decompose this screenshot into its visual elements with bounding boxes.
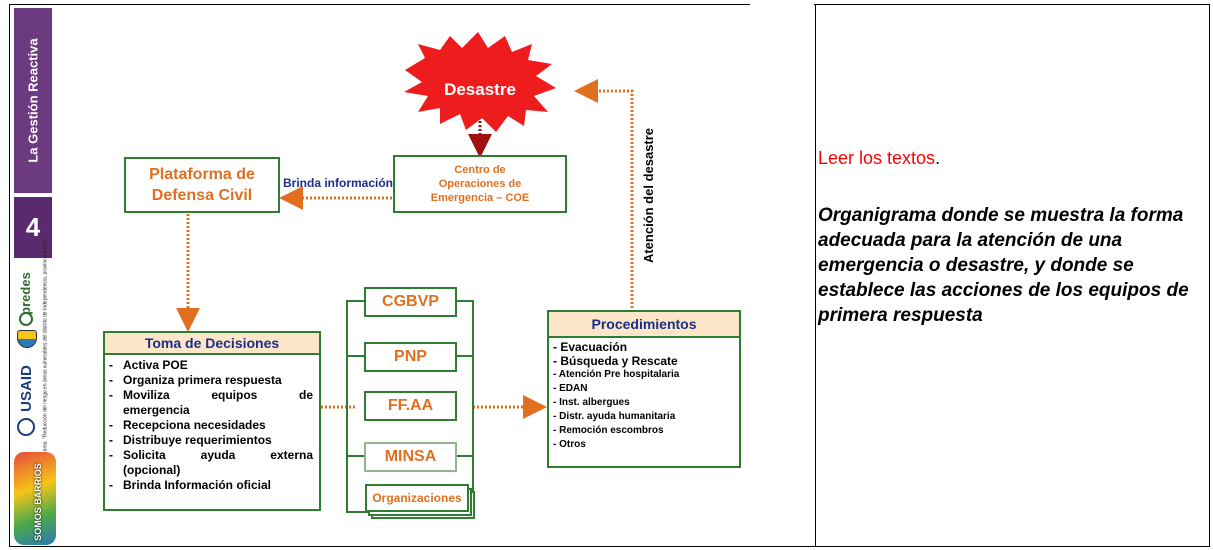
sidebar-separator bbox=[14, 193, 52, 197]
plataforma-line: Plataforma de bbox=[149, 166, 255, 183]
list-item: - Otros bbox=[553, 439, 586, 450]
usaid-seal-icon bbox=[17, 418, 35, 436]
somos-barrios-logo bbox=[14, 452, 56, 545]
list-item: - EDAN bbox=[553, 383, 588, 394]
list-item: - Búsqueda y Rescate bbox=[553, 354, 678, 368]
list-item: (opcional) bbox=[123, 463, 181, 477]
plataforma-box: Plataforma de Defensa Civil bbox=[124, 157, 280, 213]
entities-bracket-left bbox=[346, 300, 372, 513]
list-item: -Activa POE bbox=[109, 358, 188, 372]
instruction-link: Leer los textos bbox=[818, 148, 936, 168]
list-item: - Remoción escombros bbox=[553, 425, 664, 436]
coe-line: Operaciones de bbox=[438, 178, 522, 190]
toma-decisiones-title: Toma de Decisiones bbox=[105, 333, 319, 355]
entity-ffaa: FF.AA bbox=[364, 391, 457, 421]
list-item: -Moviliza equipos de bbox=[109, 388, 313, 402]
border-gap bbox=[750, 0, 814, 6]
crest-logo bbox=[17, 330, 37, 348]
list-item: - Inst. albergues bbox=[553, 397, 630, 408]
coe-box: Centro de Operaciones de Emergencia – CO… bbox=[393, 155, 567, 213]
procedimientos-list: - Evacuación - Búsqueda y Rescate - Aten… bbox=[549, 338, 739, 452]
sidebar-section-number: 4 bbox=[25, 211, 41, 242]
list-item: -Brinda Información oficial bbox=[109, 478, 272, 492]
entity-pnp: PNP bbox=[364, 342, 457, 372]
diagram-cell bbox=[9, 4, 816, 547]
coe-line: Emergencia – COE bbox=[430, 192, 530, 204]
list-item: - Evacuación bbox=[553, 340, 628, 354]
instruction-text: Leer los textos. bbox=[818, 148, 940, 169]
entity-cgbvp: CGBVP bbox=[364, 287, 457, 317]
desastre-label: Desastre bbox=[444, 80, 516, 99]
list-item: emergencia bbox=[123, 403, 190, 417]
procedimientos-box: Procedimientos - Evacuación - Búsqueda y… bbox=[547, 310, 741, 468]
entity-minsa: MINSA bbox=[364, 442, 457, 472]
list-item: -Distribuye requerimientos bbox=[109, 433, 272, 447]
coe-line: Centro de bbox=[454, 164, 506, 176]
list-item: -Solicita ayuda externa bbox=[109, 448, 313, 462]
list-item: -Recepciona necesidades bbox=[109, 418, 266, 432]
sidebar-title-band bbox=[14, 8, 52, 193]
brinda-informacion-label: Brinda información bbox=[283, 176, 394, 190]
description-text: Organigrama donde se muestra la forma ad… bbox=[818, 205, 1189, 326]
procedimientos-title: Procedimientos bbox=[549, 312, 739, 338]
desastre-starburst bbox=[404, 32, 556, 132]
list-item: -Organiza primera respuesta bbox=[109, 373, 282, 387]
atencion-desastre-label: Atención del desastre bbox=[641, 127, 657, 263]
list-item: - Distr. ayuda humanitaria bbox=[553, 411, 676, 422]
predes-logo-mark bbox=[19, 312, 33, 326]
entity-organizaciones: Organizaciones bbox=[365, 484, 469, 512]
list-item: - Atención Pre hospitalaria bbox=[553, 369, 680, 380]
toma-decisiones-box: Toma de Decisiones -Activa POE -Organiza… bbox=[103, 331, 321, 511]
toma-decisiones-list: -Activa POE -Organiza primera respuesta … bbox=[105, 355, 319, 493]
atencion-arrow bbox=[574, 79, 634, 308]
plataforma-line: Defensa Civil bbox=[151, 187, 253, 204]
instruction-period: . bbox=[935, 148, 941, 168]
notes-cell bbox=[816, 4, 1210, 547]
